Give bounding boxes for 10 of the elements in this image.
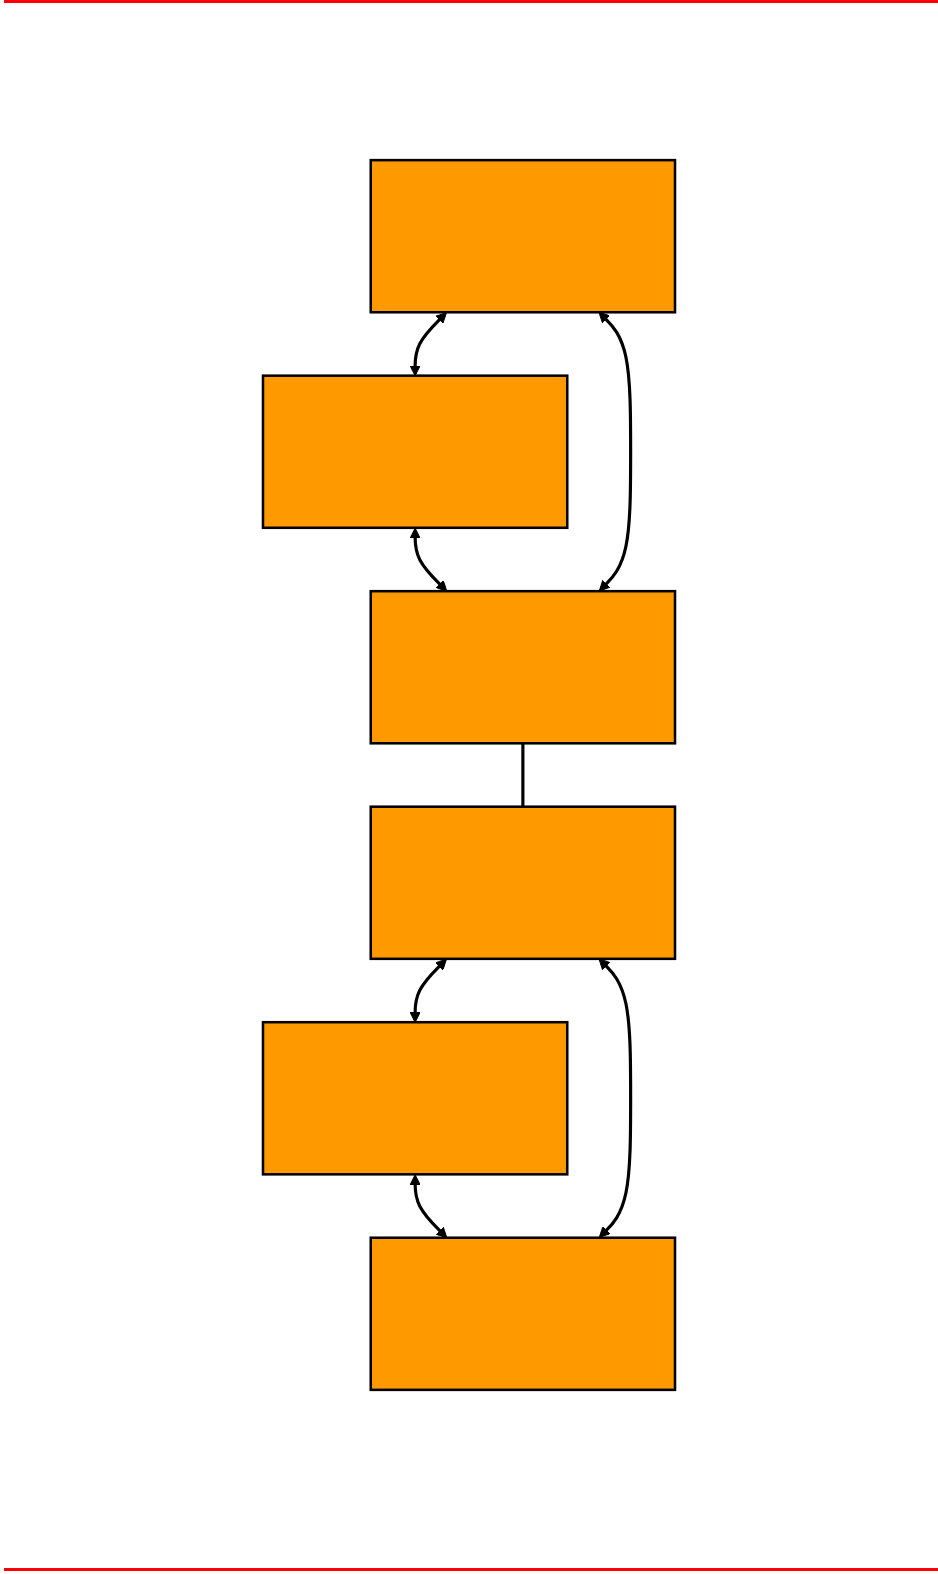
node-box	[261, 1020, 569, 1176]
node-box	[369, 805, 677, 961]
connector	[521, 743, 525, 807]
node-box	[369, 158, 677, 314]
arrow	[598, 958, 633, 1238]
node-box	[369, 1236, 677, 1392]
node-box	[261, 374, 569, 530]
arrow	[409, 527, 448, 592]
node-box	[369, 589, 677, 745]
arrow	[409, 958, 447, 1023]
